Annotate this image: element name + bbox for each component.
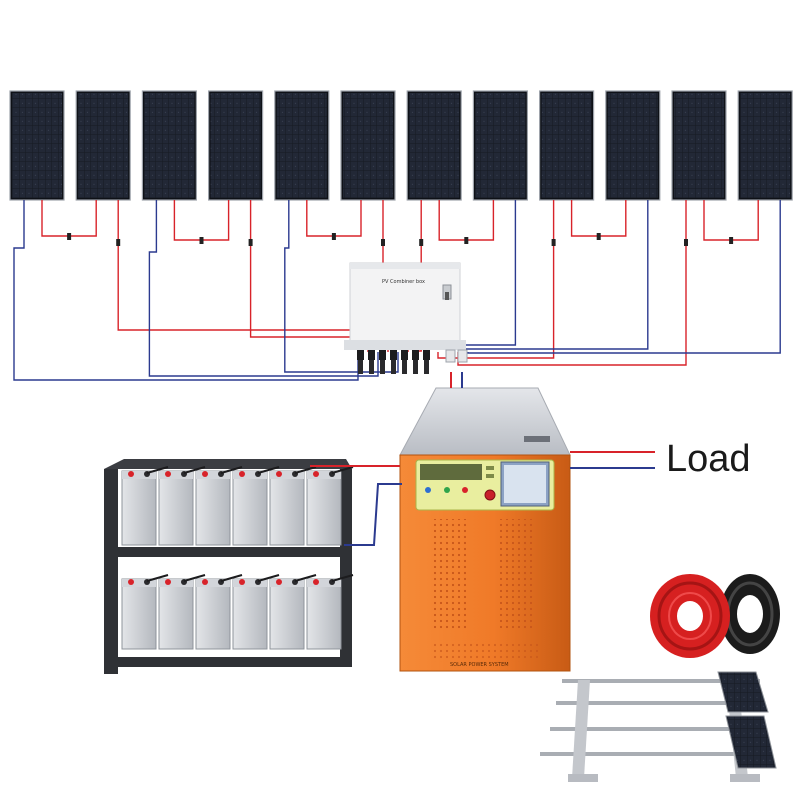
battery-icon [306,574,354,650]
solar-panel-icon [605,90,661,201]
battery-bank [104,459,354,674]
combiner-label: PV Combiner box [382,279,425,285]
system-wiring [310,372,655,546]
battery-icon [158,574,206,650]
solar-panel-icon [208,90,264,201]
solar-panel-icon [671,90,727,201]
solar-panel-icon [406,90,462,201]
battery-icon [121,466,169,546]
battery-icon [269,574,317,650]
battery-icon [269,466,317,546]
battery-icon [121,574,169,650]
battery-icon [306,466,354,546]
key-lock-icon [442,284,452,300]
battery-icon [195,574,243,650]
inverter-cabinet: SOLAR POWER SYSTEM [399,387,571,672]
solar-panel-icon [75,90,131,201]
solar-panel-icon [472,90,528,201]
solar-panel-icon [340,90,396,201]
solar-panel-icon [141,90,197,201]
solar-panel-array [9,90,793,201]
battery-icon [232,574,280,650]
inverter-label: SOLAR POWER SYSTEM [450,662,509,668]
battery-icon [195,466,243,546]
pv-combiner-box: PV Combiner box [344,262,468,374]
combiner-connectors [357,349,468,374]
solar-panel-icon [274,90,330,201]
mounting-rack [540,671,777,782]
load-label: Load [666,438,751,480]
battery-icon [232,466,280,546]
solar-panel-icon [737,90,793,201]
solar-panel-icon [538,90,595,201]
battery-icon [158,466,206,546]
cable-reels [650,574,780,658]
red-cable-reel-icon [650,574,730,658]
solar-panel-icon [9,90,65,201]
battery-cells [121,466,354,650]
